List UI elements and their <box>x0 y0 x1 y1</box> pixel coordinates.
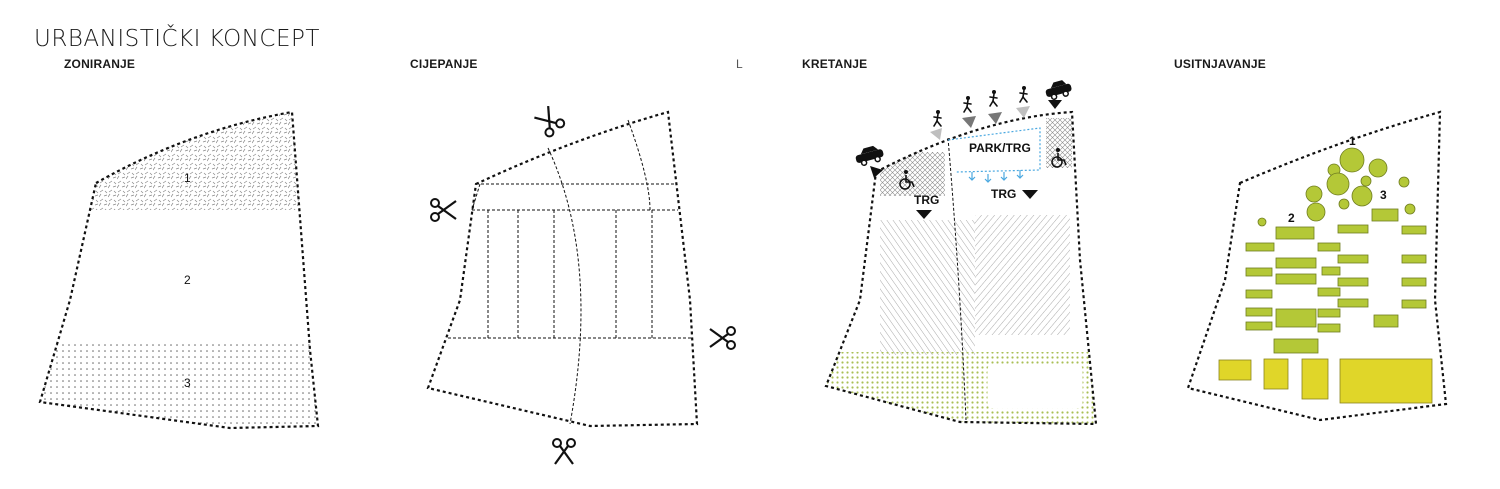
zone-3-label: 3 <box>184 376 191 390</box>
zone-3-label: 3 <box>1380 188 1387 202</box>
cijepanje-outline <box>426 110 699 428</box>
scissors-icon <box>552 438 576 465</box>
park-trg-label: PARK/TRG <box>969 141 1031 155</box>
trg-right-label: TRG <box>991 187 1016 201</box>
page-title: URBANISTIČKI KONCEPT <box>34 26 320 52</box>
yellow-blocks <box>1218 358 1433 404</box>
pedestrian-icon <box>933 110 942 127</box>
zone-3-fill <box>40 340 318 428</box>
panel-label-zoniranje: ZONIRANJE <box>64 57 136 71</box>
zone-1-fill <box>40 112 318 210</box>
trg-left-label: TRG <box>914 193 939 207</box>
cijepanje-diagram <box>426 105 736 465</box>
arrow-down-icon <box>1022 190 1038 199</box>
zone-1-label: 1 <box>1349 134 1356 148</box>
trg-right-hatch <box>975 215 1070 335</box>
arrow-down-icon <box>988 112 1002 124</box>
arrow-down-icon <box>930 128 942 140</box>
parking-left <box>880 152 945 196</box>
arrow-down-icon <box>1048 100 1062 109</box>
wheelchair-icon <box>899 170 915 190</box>
arrow-down-icon <box>962 116 976 128</box>
building-blocks <box>1245 208 1427 354</box>
panel-label-usitnjavanje: USITNJAVANJE <box>1174 57 1266 71</box>
zone-2-label: 2 <box>184 273 191 287</box>
arrow-down-icon <box>870 166 883 178</box>
scissors-icon <box>534 105 566 138</box>
usitnjavanje-diagram: 1 2 3 <box>1186 110 1448 422</box>
kretanje-outline <box>824 110 1098 426</box>
stray-label: L <box>736 57 743 71</box>
zone-2-label: 2 <box>1288 211 1295 225</box>
tree-cluster <box>1257 147 1416 227</box>
pedestrian-icon <box>963 96 972 113</box>
wheelchair-icon <box>1051 148 1067 168</box>
car-icon <box>855 145 884 166</box>
arrow-down-icon <box>1016 106 1030 118</box>
arrow-down-icon <box>916 210 932 219</box>
kretanje-diagram: PARK/TRG TRG TRG <box>824 80 1098 426</box>
trg-left-hatch <box>880 220 975 355</box>
car-icon <box>1045 80 1072 100</box>
panel-label-kretanje: KRETANJE <box>802 57 868 71</box>
panel-label-cijepanje: CIJEPANJE <box>410 57 478 71</box>
park-path <box>947 127 1041 173</box>
scissors-icon <box>709 326 736 350</box>
zone-1-label: 1 <box>184 171 191 185</box>
pedestrian-icon <box>989 90 998 107</box>
pedestrian-icon <box>1019 86 1028 103</box>
zoniranje-diagram: 1 2 3 <box>38 110 320 430</box>
scissors-icon <box>430 198 457 222</box>
